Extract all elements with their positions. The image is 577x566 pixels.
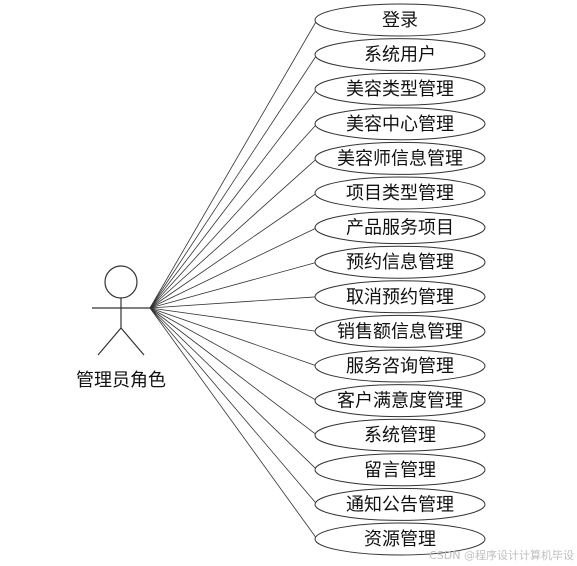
use-case: 服务咨询管理 bbox=[314, 349, 486, 383]
use-case-ellipse bbox=[314, 487, 486, 521]
association-line bbox=[149, 158, 318, 309]
association-line bbox=[149, 261, 318, 309]
use-case-label: 项目类型管理 bbox=[346, 183, 454, 204]
actor-head bbox=[104, 265, 138, 299]
use-case-label: 美容中心管理 bbox=[346, 114, 454, 135]
use-case-ellipse bbox=[314, 176, 486, 210]
use-cases: 登录系统用户美容类型管理美容中心管理美容师信息管理项目类型管理产品服务项目预约信… bbox=[314, 3, 486, 556]
actor-left-leg bbox=[97, 327, 122, 356]
use-case: 销售额信息管理 bbox=[314, 314, 486, 348]
association-line bbox=[149, 88, 318, 309]
use-case-label: 销售额信息管理 bbox=[337, 321, 463, 342]
use-case-ellipse bbox=[314, 314, 486, 348]
association-line bbox=[149, 307, 318, 332]
actor: 管理员角色 bbox=[76, 265, 166, 391]
use-case: 系统用户 bbox=[314, 38, 486, 72]
use-case-label: 客户满意度管理 bbox=[337, 391, 463, 412]
use-case: 取消预约管理 bbox=[314, 280, 486, 314]
use-case-label: 留言管理 bbox=[364, 460, 436, 481]
use-case: 留言管理 bbox=[314, 453, 486, 487]
association-line bbox=[149, 307, 318, 367]
use-case: 登录 bbox=[314, 3, 486, 37]
association-line bbox=[149, 296, 318, 309]
use-case: 预约信息管理 bbox=[314, 245, 486, 279]
association-line bbox=[149, 307, 318, 505]
use-case-ellipse bbox=[314, 384, 486, 418]
use-case-label: 系统管理 bbox=[364, 425, 436, 446]
actor-right-leg bbox=[120, 327, 145, 356]
use-case-ellipse bbox=[314, 453, 486, 487]
association-line bbox=[149, 123, 318, 309]
use-case: 产品服务项目 bbox=[314, 211, 486, 245]
use-case-label: 资源管理 bbox=[364, 529, 436, 550]
use-case-ellipse bbox=[314, 72, 486, 106]
association-line bbox=[149, 307, 318, 471]
use-case-label: 取消预约管理 bbox=[346, 287, 454, 308]
association-line bbox=[149, 307, 318, 436]
use-case-label: 美容师信息管理 bbox=[337, 148, 463, 169]
use-case: 美容中心管理 bbox=[314, 107, 486, 141]
use-case-ellipse bbox=[314, 522, 486, 556]
use-case-ellipse bbox=[314, 418, 486, 452]
use-case: 美容类型管理 bbox=[314, 72, 486, 106]
association-line bbox=[149, 54, 318, 309]
association-line bbox=[149, 307, 318, 540]
use-case-ellipse bbox=[314, 141, 486, 175]
use-case: 资源管理 bbox=[314, 522, 486, 556]
actor-label: 管理员角色 bbox=[76, 370, 166, 391]
use-case-label: 系统用户 bbox=[364, 45, 436, 66]
association-line bbox=[149, 19, 318, 309]
use-case: 通知公告管理 bbox=[314, 487, 486, 521]
use-case-label: 产品服务项目 bbox=[346, 218, 454, 239]
use-case-ellipse bbox=[314, 107, 486, 141]
use-case-label: 通知公告管理 bbox=[346, 494, 454, 515]
use-case: 系统管理 bbox=[314, 418, 486, 452]
watermark: CSDN @程序设计计算机毕设 bbox=[429, 548, 574, 562]
use-case-label: 美容类型管理 bbox=[346, 79, 454, 100]
use-case: 美容师信息管理 bbox=[314, 141, 486, 175]
use-case-ellipse bbox=[314, 211, 486, 245]
association-lines bbox=[149, 19, 318, 540]
use-case: 项目类型管理 bbox=[314, 176, 486, 210]
use-case-ellipse bbox=[314, 280, 486, 314]
use-case-ellipse bbox=[314, 349, 486, 383]
use-case-label: 服务咨询管理 bbox=[346, 356, 454, 377]
use-case-ellipse bbox=[314, 245, 486, 279]
use-case-label: 登录 bbox=[382, 10, 418, 31]
use-case-ellipse bbox=[314, 38, 486, 72]
association-line bbox=[149, 227, 318, 309]
use-case-label: 预约信息管理 bbox=[346, 252, 454, 273]
use-case: 客户满意度管理 bbox=[314, 384, 486, 418]
association-line bbox=[149, 192, 318, 309]
use-case-ellipse bbox=[314, 3, 486, 37]
association-line bbox=[149, 307, 318, 401]
